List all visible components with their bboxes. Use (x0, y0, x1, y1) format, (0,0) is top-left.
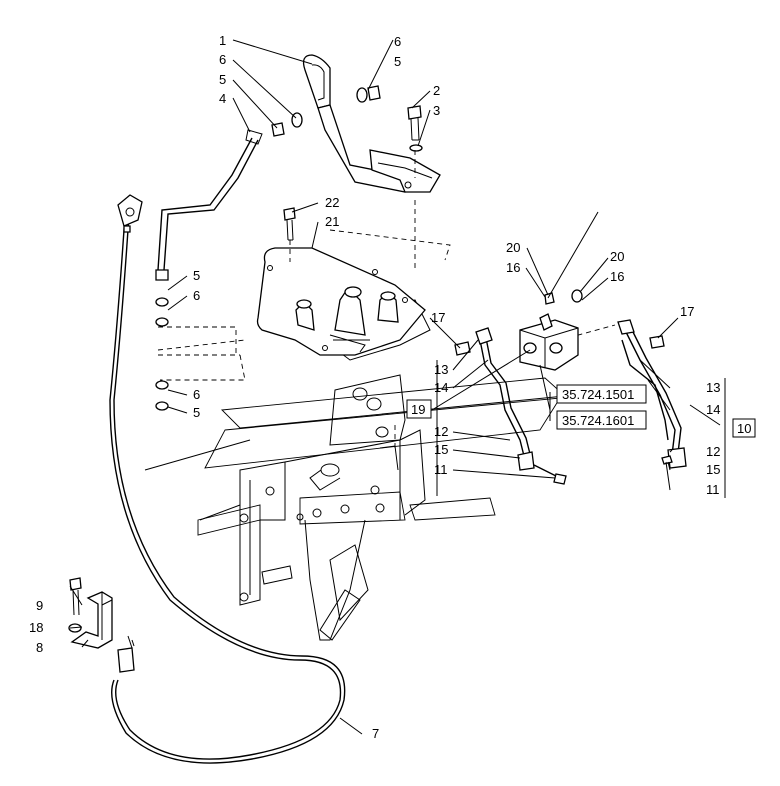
callout-6-top-left: 6 (219, 52, 226, 67)
reference-boxes: 19 10 35.724.1501 35.724.1601 (406, 384, 756, 438)
ref-box-19-label: 19 (411, 402, 425, 417)
ref-box-19 (406, 399, 432, 419)
callout-17-right: 17 (680, 304, 694, 319)
callout-22: 22 (325, 195, 339, 210)
callout-5-low: 5 (193, 405, 200, 420)
callout-17-left: 17 (431, 310, 445, 325)
callout-3: 3 (433, 103, 440, 118)
callout-16-left: 16 (506, 260, 520, 275)
callout-18: 18 (29, 620, 43, 635)
ref-35-724-1501-label: 35.724.1501 (562, 387, 634, 402)
callout-6-top-right: 6 (394, 34, 401, 49)
cable-7 (109, 194, 346, 764)
callout-14-left: 14 (434, 380, 448, 395)
washers-rod (155, 297, 169, 411)
valve-block (519, 289, 583, 371)
callout-9: 9 (36, 598, 43, 613)
callout-4: 4 (219, 91, 226, 106)
callout-11-left: 11 (434, 462, 448, 477)
callout-14-right: 14 (706, 402, 720, 417)
callout-13-left: 13 (434, 362, 448, 377)
leader-lines (69, 39, 726, 735)
ref-box-35-724-1501 (556, 384, 647, 404)
callout-12-right: 12 (706, 444, 720, 459)
ref-box-10-label: 10 (737, 421, 751, 436)
ref-35-724-1601-label: 35.724.1601 (562, 413, 634, 428)
callout-20-left: 20 (506, 240, 520, 255)
callout-1: 1 (219, 33, 226, 48)
callout-numbers: 1 6 5 6 5 4 2 3 22 21 5 6 6 5 20 16 20 1… (29, 33, 720, 741)
bolt-2 (407, 105, 423, 178)
callout-21: 21 (325, 214, 339, 229)
callout-6-low: 6 (193, 387, 200, 402)
callout-7: 7 (372, 726, 379, 741)
ref-box-10 (732, 418, 756, 438)
callout-5-mid: 5 (193, 268, 200, 283)
callout-2: 2 (433, 83, 440, 98)
chassis-outline (144, 200, 616, 641)
callout-5-top-right: 5 (394, 54, 401, 69)
control-rod-4 (155, 129, 263, 281)
callout-15-right: 15 (706, 462, 720, 477)
nut-washer-left (271, 112, 303, 137)
pedal-lever (302, 54, 441, 193)
bracket-8 (68, 577, 113, 649)
callout-12-left: 12 (434, 424, 448, 439)
callout-8: 8 (36, 640, 43, 655)
bolt-22 (283, 207, 296, 262)
callout-5-top-left: 5 (219, 72, 226, 87)
ref-box-35-724-1601 (556, 410, 647, 430)
callout-16-right: 16 (610, 269, 624, 284)
nut-washer-top (356, 85, 381, 103)
hydraulic-lines-right (617, 319, 687, 469)
boot-plate-21 (256, 247, 426, 356)
callout-13-right: 13 (706, 380, 720, 395)
callout-15-left: 15 (434, 442, 448, 457)
callout-6-mid: 6 (193, 288, 200, 303)
callout-11-right: 11 (706, 482, 720, 497)
callout-20-right: 20 (610, 249, 624, 264)
hydraulic-lines-left (454, 327, 567, 485)
